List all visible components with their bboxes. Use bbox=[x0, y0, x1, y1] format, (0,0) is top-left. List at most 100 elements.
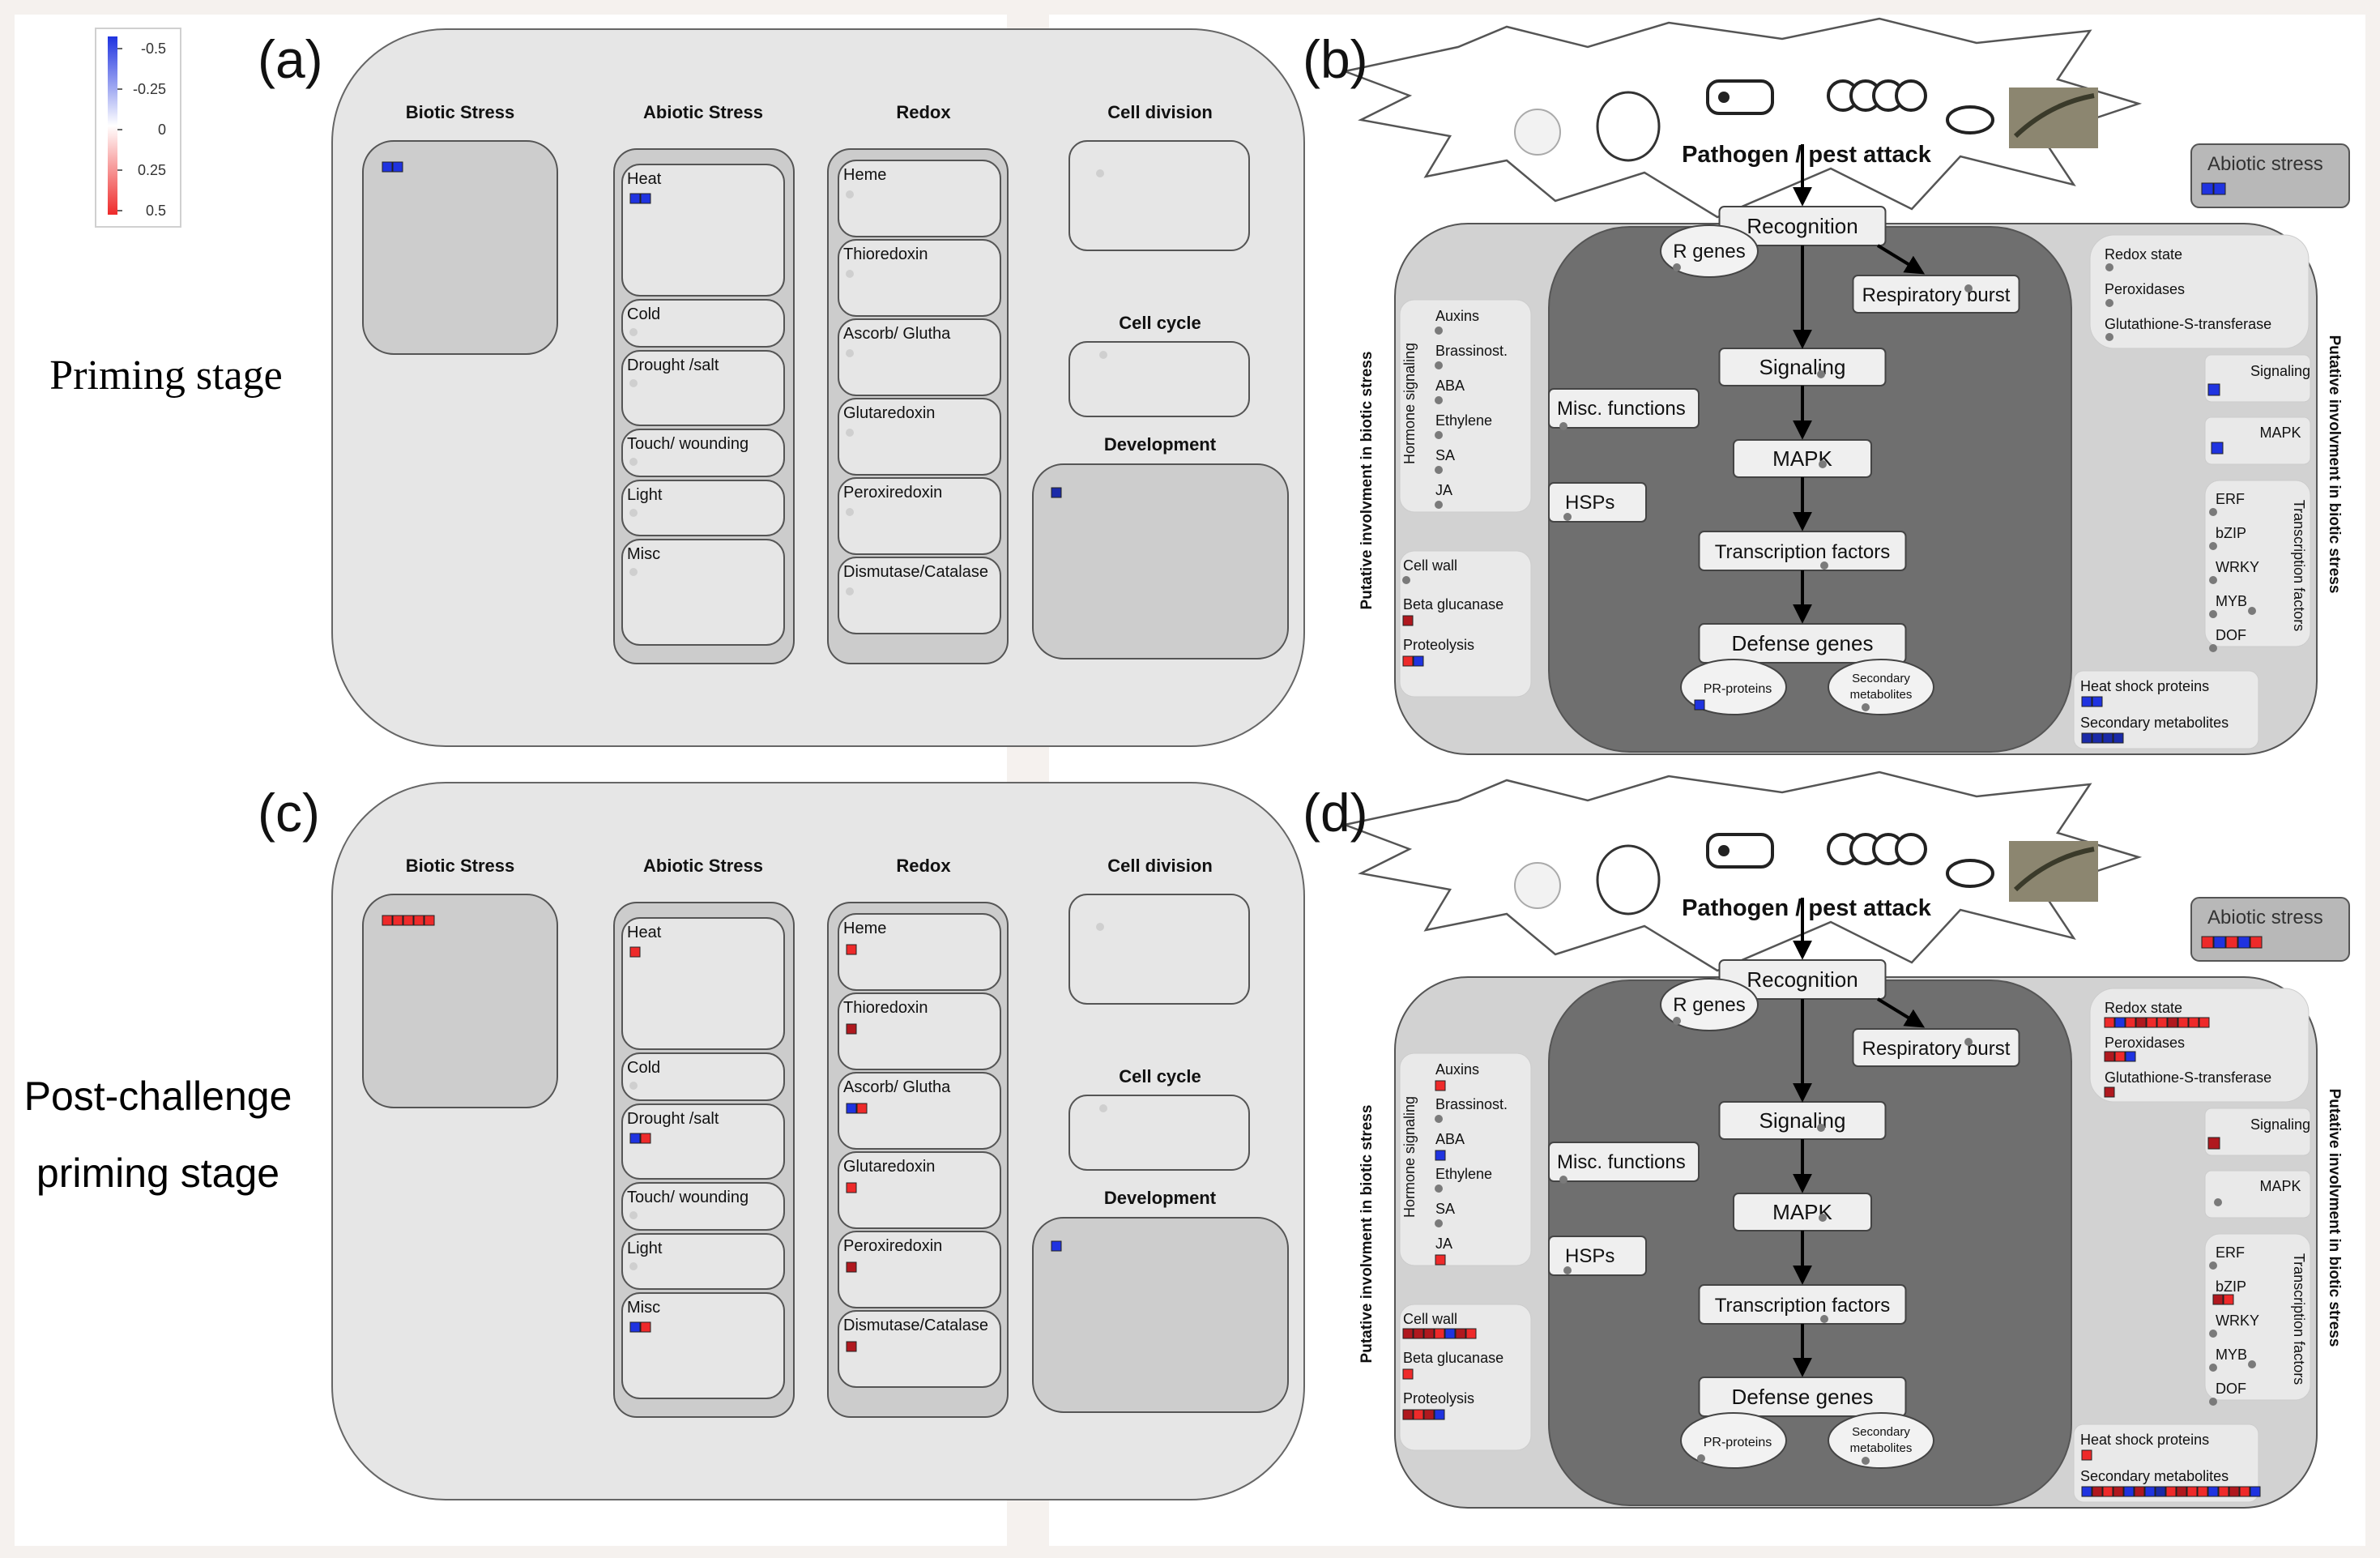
redox-item-box bbox=[838, 1072, 1001, 1150]
post-challenge-label-line2: priming stage bbox=[36, 1150, 279, 1196]
hsp-gene-square bbox=[2081, 1449, 2092, 1461]
gene-dot bbox=[629, 568, 638, 576]
gene-dot bbox=[846, 190, 854, 198]
defense-genes-node-box bbox=[1698, 623, 1907, 664]
secondary-metabolites-label: metabolites bbox=[1850, 688, 1913, 702]
bacterium-icon bbox=[1706, 79, 1774, 115]
development-gene-square bbox=[1051, 1240, 1062, 1252]
side-label-right: Putative involvment in biotic stress bbox=[2326, 1089, 2343, 1347]
biotic-gene-square bbox=[403, 915, 414, 926]
redox-gene-square bbox=[846, 1341, 857, 1352]
proteolysis-gene-square bbox=[1423, 1409, 1435, 1420]
redox-state-box bbox=[2089, 234, 2310, 349]
redox-item-box bbox=[838, 1231, 1001, 1308]
r-genes-node bbox=[1660, 978, 1759, 1031]
abiotic-item-box bbox=[621, 1182, 785, 1231]
legend-tick-label: 0.25 bbox=[138, 162, 166, 178]
abiotic-item-label: Touch/ wounding bbox=[627, 435, 749, 453]
abiotic-stress-gene-square bbox=[2237, 936, 2250, 949]
gene-dot bbox=[1820, 1315, 1828, 1323]
gene-dot bbox=[1435, 361, 1443, 369]
flow-arrow bbox=[1876, 997, 1926, 1028]
hormone-label: Brassinost. bbox=[1435, 1096, 1508, 1112]
abiotic-stress-gene-square bbox=[2213, 182, 2226, 195]
legend-tick-label: 0 bbox=[158, 122, 166, 138]
redox-item-box bbox=[838, 398, 1001, 476]
gene-dot bbox=[629, 1082, 638, 1090]
redox-item-label: Heme bbox=[843, 920, 886, 937]
sec-metabolites-gene-square bbox=[2134, 1486, 2145, 1497]
hormone-label: Auxins bbox=[1435, 1061, 1479, 1078]
sec-metabolites-gene-square bbox=[2092, 732, 2103, 744]
sec-metabolites-gene-square bbox=[2250, 1486, 2261, 1497]
redox-item-label: Peroxiredoxin bbox=[843, 484, 942, 502]
abiotic-stress-gene-square bbox=[2225, 936, 2238, 949]
gene-dot bbox=[1096, 169, 1104, 177]
gene-dot bbox=[2209, 644, 2217, 652]
beta-glucanase-gene-square bbox=[1402, 615, 1414, 626]
redox-item-label: Glutaredoxin bbox=[843, 404, 935, 422]
panel-label: (d) bbox=[1303, 783, 1368, 843]
respiratory-burst-node-label: Respiratory burst bbox=[1862, 284, 2011, 306]
abiotic-item-label: Cold bbox=[627, 1059, 660, 1077]
sec-metabolites-gene-square bbox=[2176, 1486, 2187, 1497]
redox-item-label: Peroxiredoxin bbox=[843, 1237, 942, 1255]
redox-gene-square bbox=[846, 1103, 857, 1114]
tf-label: ERF bbox=[2216, 491, 2245, 507]
tf-label: DOF bbox=[2216, 1381, 2246, 1397]
redox-item-box bbox=[838, 239, 1001, 317]
gene-dot bbox=[846, 270, 854, 278]
gene-dot bbox=[1435, 1115, 1443, 1123]
section-title-redox: Redox bbox=[896, 102, 951, 122]
redox-item-box bbox=[838, 992, 1001, 1070]
biotic-gene-square bbox=[382, 161, 393, 173]
sec-metabolites-gene-square bbox=[2113, 732, 2124, 744]
gene-dot bbox=[1435, 431, 1443, 439]
abiotic-item-box bbox=[621, 480, 785, 536]
gene-dot bbox=[1820, 561, 1828, 570]
beta-glucanase-label: Beta glucanase bbox=[1403, 1350, 1503, 1366]
hormone-signaling-box bbox=[1399, 1052, 1532, 1266]
mapk-right-label: MAPK bbox=[2259, 1178, 2301, 1194]
gene-dot bbox=[1402, 576, 1410, 584]
abiotic-item-label: Light bbox=[627, 1240, 663, 1257]
abiotic-item-label: Light bbox=[627, 486, 663, 504]
insect-icon bbox=[1946, 859, 1994, 888]
gene-dot bbox=[1099, 1104, 1107, 1112]
tf-label: WRKY bbox=[2216, 1313, 2259, 1329]
cell-wall-gene-square bbox=[1465, 1328, 1477, 1339]
respiratory-burst-node-box bbox=[1852, 275, 2020, 314]
cell-wall-box bbox=[1399, 550, 1532, 698]
misc-functions-label: Misc. functions bbox=[1557, 1151, 1686, 1173]
gene-dot bbox=[2209, 1364, 2217, 1372]
mapk-right-box bbox=[2204, 1170, 2311, 1219]
proteolysis-gene-square bbox=[1402, 655, 1414, 667]
gene-dot bbox=[2209, 542, 2217, 550]
proteolysis-gene-square bbox=[1434, 1409, 1445, 1420]
abiotic-item-label: Drought /salt bbox=[627, 356, 719, 374]
abiotic-stress-gene-square bbox=[2201, 182, 2214, 195]
abiotic-item-label: Drought /salt bbox=[627, 1110, 719, 1128]
hormone-label: JA bbox=[1435, 1236, 1452, 1252]
section-title-cell-division: Cell division bbox=[1107, 856, 1213, 876]
hormone-gene-square bbox=[1435, 1254, 1446, 1266]
gene-dot bbox=[2209, 1330, 2217, 1338]
pathogen-attack-title: Pathogen / pest attack bbox=[1682, 142, 1932, 168]
gene-dot bbox=[1697, 1454, 1705, 1462]
gene-dot bbox=[629, 328, 638, 336]
panel-label: (b) bbox=[1303, 29, 1368, 89]
defense-genes-node-label: Defense genes bbox=[1732, 631, 1874, 655]
secondary-metabolites-right-label: Secondary metabolites bbox=[2080, 715, 2229, 731]
section-title-development: Development bbox=[1104, 434, 1217, 455]
peroxidases-label: Peroxidases bbox=[2105, 1035, 2185, 1051]
redox-gene-square bbox=[846, 1261, 857, 1273]
secondary-metabolites-label: Secondary bbox=[1852, 1425, 1910, 1439]
section-title-cell-cycle: Cell cycle bbox=[1119, 1066, 1201, 1086]
defense-genes-node-box bbox=[1698, 1377, 1907, 1417]
gene-dot bbox=[1817, 370, 1825, 378]
redox-state-box bbox=[2089, 988, 2310, 1103]
gene-dot bbox=[1435, 466, 1443, 474]
biotic-gene-square bbox=[392, 915, 403, 926]
redox-state-label: Redox state bbox=[2105, 1000, 2182, 1016]
signaling-right-gene-square bbox=[2207, 383, 2220, 396]
